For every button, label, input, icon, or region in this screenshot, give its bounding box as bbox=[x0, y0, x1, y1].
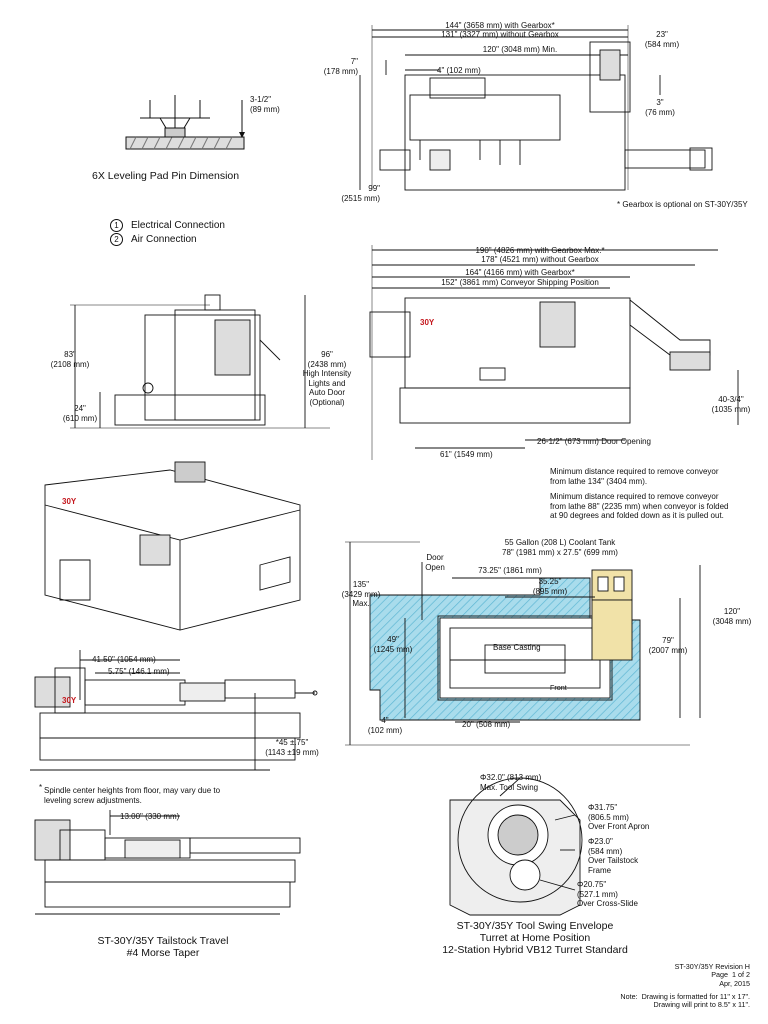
spindle-footnote: Spindle center heights from floor, may v… bbox=[44, 786, 221, 805]
footnote-mark: * bbox=[39, 783, 43, 792]
top-width-no-gearbox: 131" (3327 mm) without Gearbox bbox=[441, 30, 559, 39]
max-tool-swing: Φ32.0" (813 mm) Max. Tool Swing bbox=[480, 773, 542, 792]
top-depth: 99" (2515 mm) bbox=[341, 184, 380, 203]
tool-swing-caption: ST-30Y/35Y Tool Swing Envelope Turret at… bbox=[442, 920, 628, 956]
leveling-height-label: 3-1/2" (89 mm) bbox=[250, 95, 280, 114]
over-cross-slide: Φ20.75" (527.1 mm) Over Cross-Slide bbox=[577, 880, 638, 908]
dim-120: 120" (3048 mm) bbox=[712, 607, 752, 626]
front-width-gearbox-max: 190" (4826 mm) with Gearbox Max.* bbox=[475, 246, 605, 255]
front-width-gearbox: 164" (4166 mm) with Gearbox* bbox=[465, 268, 575, 277]
side-base-height: 24" (610 mm) bbox=[62, 404, 98, 423]
top-view-drawing bbox=[359, 25, 713, 191]
gearbox-note: * Gearbox is optional on ST-30Y/35Y bbox=[617, 200, 748, 209]
dim-49: 49" (1245 mm) bbox=[373, 635, 413, 654]
side-height: 83" (2108 mm) bbox=[50, 350, 90, 369]
front-depth: 61" (1549 mm) bbox=[440, 450, 493, 459]
top-width-min: 120" (3048 mm) Min. bbox=[482, 45, 558, 54]
legend-electrical: 1 Electrical Connection bbox=[110, 219, 225, 232]
top-left-offset: 7" (178 mm) bbox=[323, 57, 358, 76]
dim-73: 73.25" (1861 mm) bbox=[478, 566, 542, 575]
side-max-height: 96" (2438 mm) High Intensity Lights and … bbox=[302, 350, 352, 407]
format-note: Note: Drawing is formatted for 11" x 17"… bbox=[620, 992, 750, 1010]
leveling-pad-drawing bbox=[125, 95, 245, 150]
tailstock-view-drawing bbox=[34, 810, 301, 915]
top-right-offset: 23" (584 mm) bbox=[644, 30, 680, 49]
base-casting-label: Base Casting bbox=[493, 643, 541, 652]
over-front-apron: Φ31.75" (806.5 mm) Over Front Apron bbox=[588, 803, 650, 831]
conveyor-note-1: Minimum distance required to remove conv… bbox=[550, 467, 719, 486]
leveling-caption: 6X Leveling Pad Pin Dimension bbox=[92, 170, 240, 182]
dim-35: 35.25" (895 mm) bbox=[532, 577, 568, 596]
conveyor-note-2: Minimum distance required to remove conv… bbox=[550, 492, 729, 520]
iso-model-badge: 30Y bbox=[62, 497, 77, 506]
front-view-drawing bbox=[369, 245, 739, 460]
top-width-gearbox: 144" (3658 mm) with Gearbox* bbox=[445, 21, 555, 30]
legend-label-2: Air Connection bbox=[131, 234, 197, 245]
dim-13: 13.00" (330 mm) bbox=[120, 812, 180, 821]
isometric-view-drawing bbox=[44, 461, 301, 631]
coolant-tank: 55 Gallon (208 L) Coolant Tank 78" (1981… bbox=[502, 538, 618, 557]
dim-41: 41.50" (1054 mm) bbox=[92, 655, 156, 664]
legend-marker-1: 1 bbox=[110, 219, 123, 232]
dim-4: 4" (102 mm) bbox=[367, 716, 403, 735]
tailstock-caption: ST-30Y/35Y Tailstock Travel #4 Morse Tap… bbox=[97, 935, 229, 959]
side-view-drawing bbox=[70, 294, 330, 429]
front-width-shipping: 152" (3861 mm) Conveyor Shipping Positio… bbox=[441, 278, 599, 287]
tool-swing-drawing bbox=[449, 777, 583, 916]
spindle-view-drawing bbox=[30, 650, 318, 771]
dim-45: *45 ±.75" (1143 ±19 mm) bbox=[265, 738, 319, 757]
dim-135: 135" (3429 mm) Max. bbox=[341, 580, 381, 608]
top-inner-offset: 4" (102 mm) bbox=[437, 66, 481, 75]
front-label: Front bbox=[550, 683, 567, 692]
legend-marker-2: 2 bbox=[110, 233, 123, 246]
floor-plan-drawing bbox=[345, 541, 701, 746]
front-model-badge: 30Y bbox=[420, 318, 435, 327]
legend-label-1: Electrical Connection bbox=[131, 220, 225, 231]
dim-5: 5.75" (146.1 mm) bbox=[108, 667, 170, 676]
revision-block: ST-30Y/35Y Revision H Page 1 of 2 Apr, 2… bbox=[674, 962, 750, 988]
dim-79: 79" (2007 mm) bbox=[648, 636, 688, 655]
front-width-no-gearbox: 178" (4521 mm) without Gearbox bbox=[481, 255, 599, 264]
door-open: Door Open bbox=[425, 553, 445, 572]
over-tailstock-frame: Φ23.0" (584 mm) Over Tailstock Frame bbox=[588, 837, 639, 875]
front-door-opening: 26-1/2" (673 mm) Door Opening bbox=[537, 437, 652, 446]
front-conveyor-height: 40-3/4" (1035 mm) bbox=[711, 395, 751, 414]
legend-air: 2 Air Connection bbox=[110, 233, 197, 246]
top-gap: 3" (76 mm) bbox=[645, 98, 675, 117]
spindle-model-badge: 30Y bbox=[62, 696, 77, 705]
dim-20: 20" (508 mm) bbox=[462, 720, 511, 729]
